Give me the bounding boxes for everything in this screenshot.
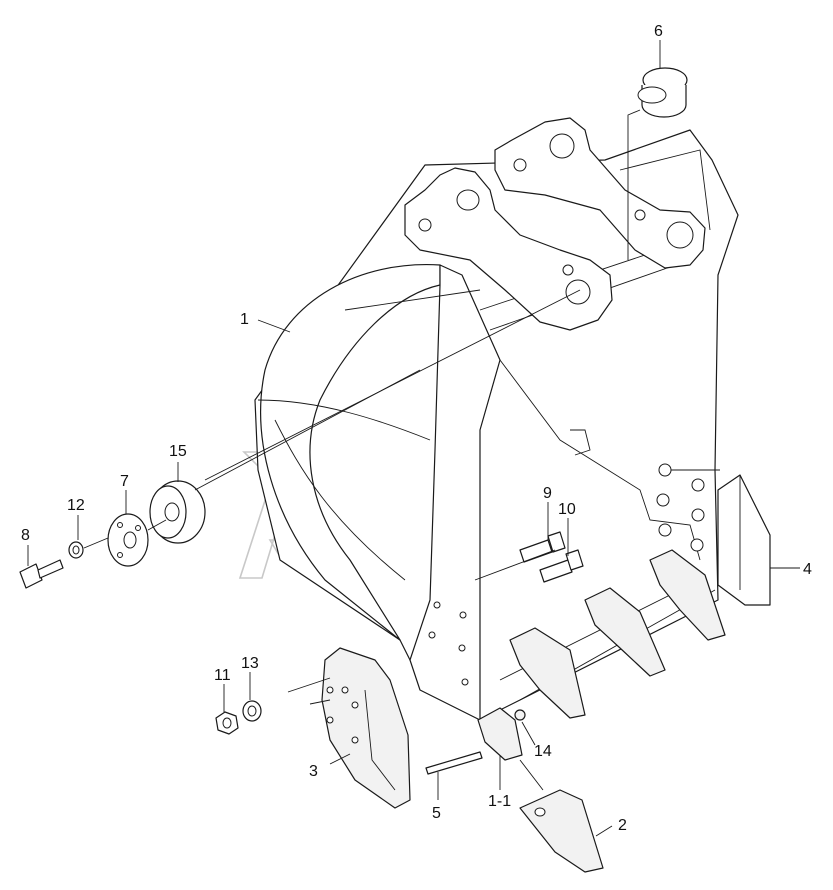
spacer-part-15 [149,480,206,544]
side-cutter-part-4 [717,474,771,606]
callout-1-1: 1-1 [488,793,511,810]
callout-11: 11 [214,667,231,684]
nut-part-11 [215,711,239,735]
bucket-tooth-part-2 [519,789,604,873]
callout-7: 7 [120,473,129,490]
callout-13: 13 [241,655,259,672]
bushing-part-6 [637,67,688,118]
callout-2: 2 [618,817,627,834]
callout-3: 3 [309,763,318,780]
callout-1: 1 [240,311,249,328]
retainer-plate-part-7 [107,513,149,567]
bolt-part-9 [519,531,566,563]
callout-12: 12 [67,497,85,514]
callout-labels: 1 1-1 2 3 4 5 6 7 8 9 10 11 12 13 14 15 [21,23,812,834]
pin-part-5 [425,751,483,775]
bucket-mounting-lugs [404,117,706,331]
callout-8: 8 [21,527,30,544]
callout-14: 14 [534,743,552,760]
side-bolt-holes [428,463,705,686]
callout-15: 15 [169,443,187,460]
callout-5: 5 [432,805,441,822]
callout-6: 6 [654,23,663,40]
leader-lines [27,40,800,837]
lock-part-14 [514,709,526,721]
bolt-part-10 [539,549,584,583]
washer-part-13 [242,700,262,722]
callout-9: 9 [543,485,552,502]
side-plate-part-3 [321,647,411,809]
tooth-adapters [477,549,726,761]
bolt-part-8 [19,559,64,589]
washer-part-12 [68,541,84,559]
callout-4: 4 [803,561,812,578]
callout-10: 10 [558,501,576,518]
